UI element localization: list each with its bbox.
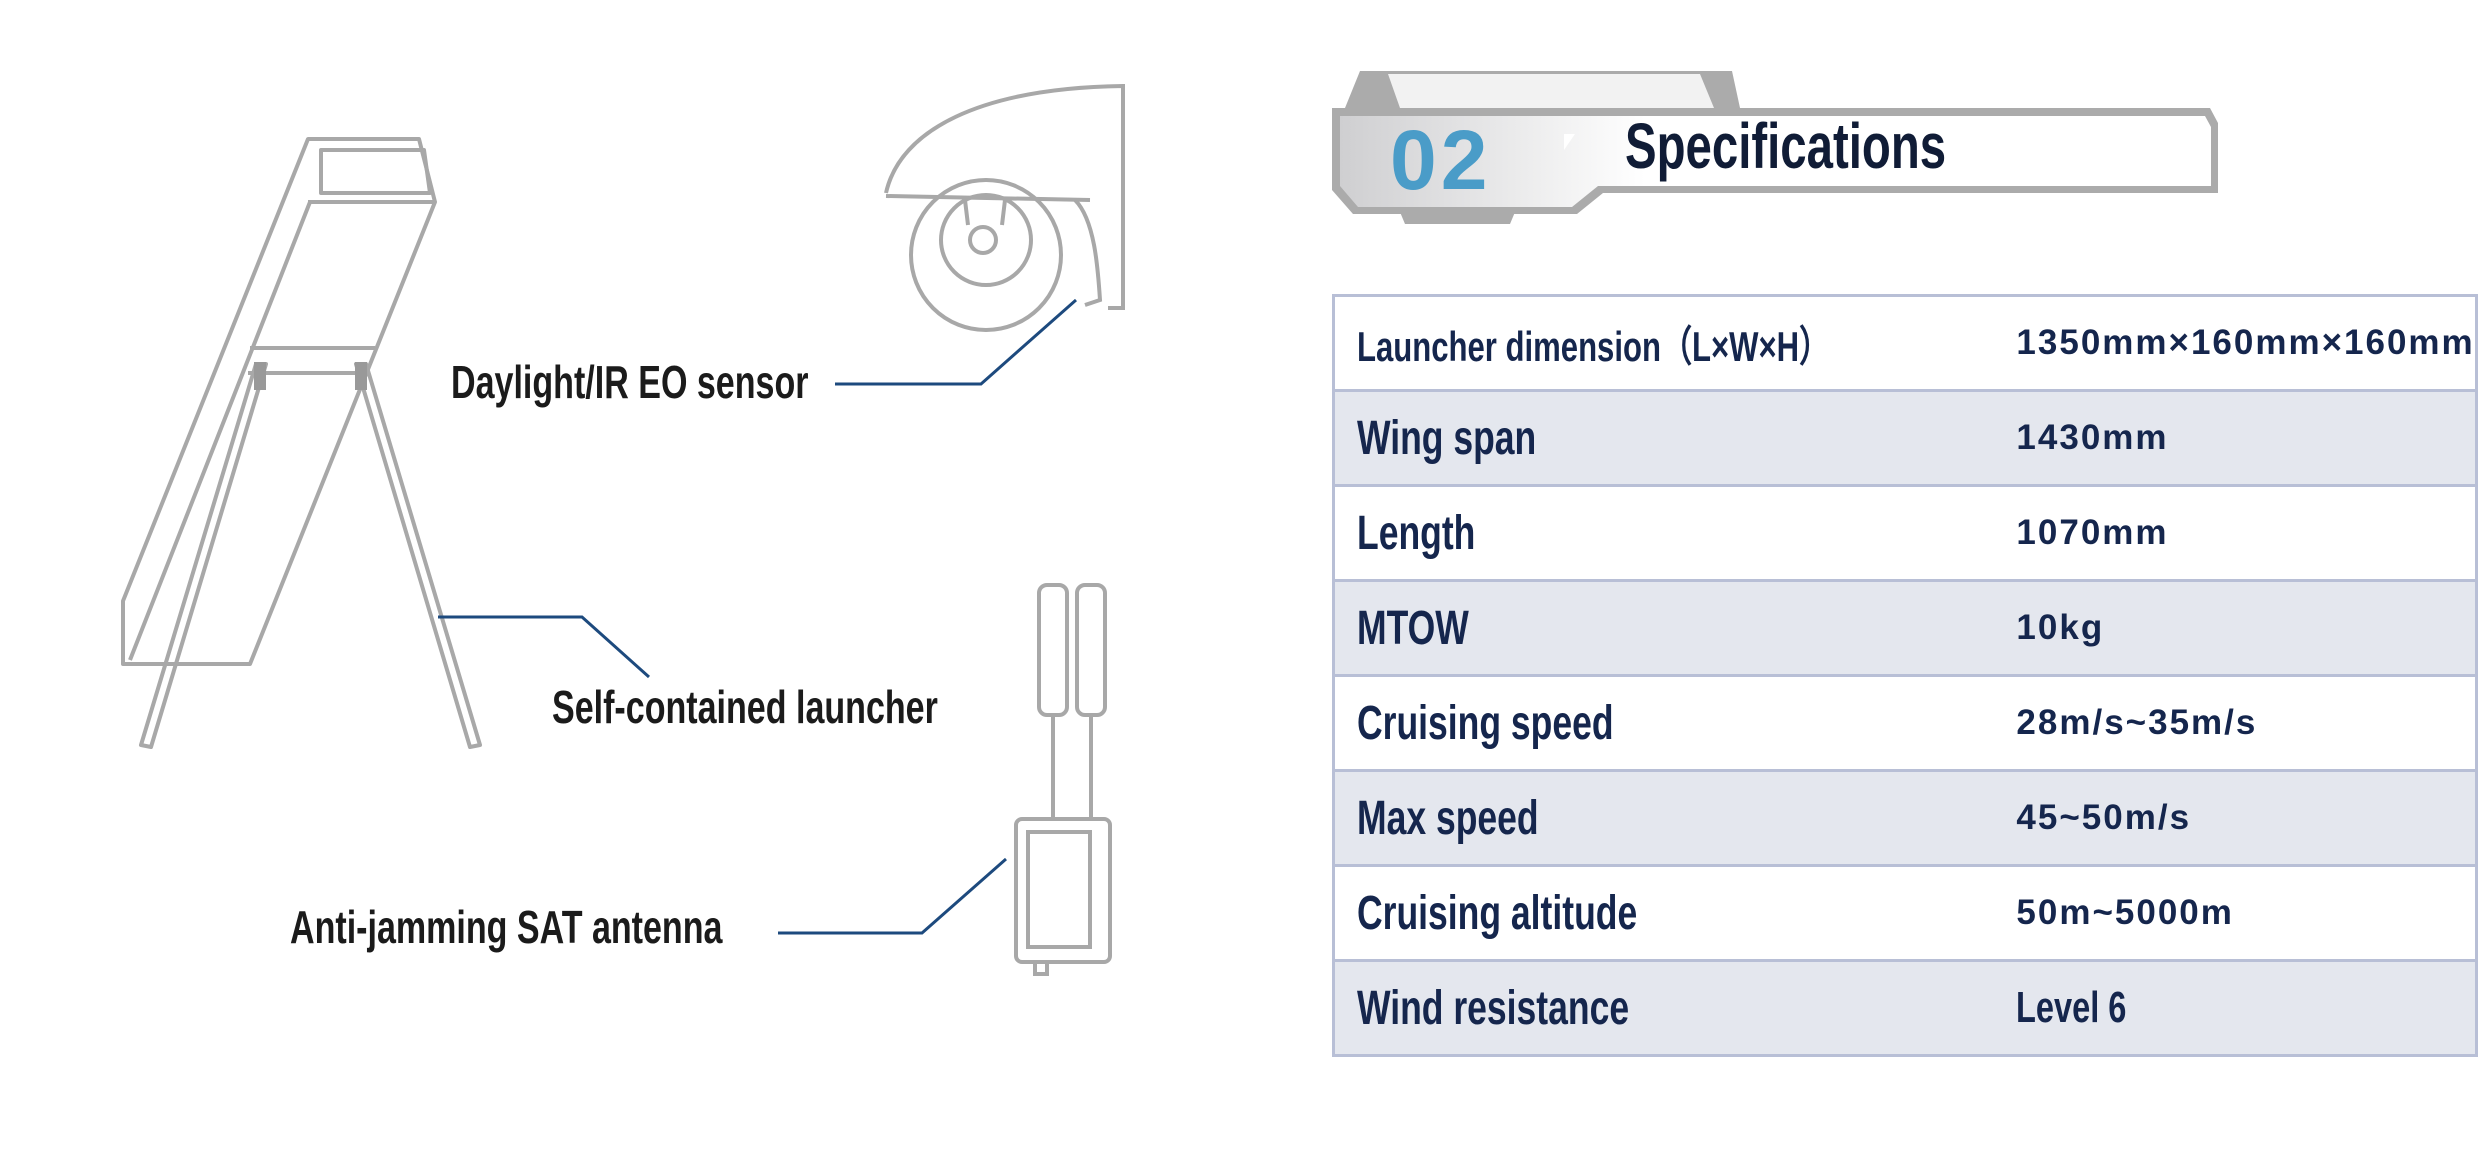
spec-label: Wing span (1332, 389, 1997, 486)
eo-sensor-leader (835, 298, 1077, 386)
leader-lines (438, 298, 1077, 935)
spec-label: Launcher dimension（L×W×H） (1332, 294, 1997, 391)
spec-value: 10kg (1996, 579, 2478, 676)
launcher-leader (438, 615, 651, 679)
spec-label: Wind resistance (1332, 959, 1997, 1057)
spec-value: 1430mm (1996, 389, 2478, 486)
callout-eo-sensor: Daylight/IR EO sensor (451, 356, 809, 408)
antenna-illustration (1014, 583, 1112, 976)
specifications-table: Launcher dimension（L×W×H）1350mm×160mm×16… (1332, 294, 2478, 1057)
spec-label: Max speed (1332, 769, 1997, 866)
spec-value: 45~50m/s (1996, 769, 2478, 866)
spec-label: Length (1332, 484, 1997, 581)
eo-sensor-illustration (884, 83, 1125, 332)
section-title: Specifications (1625, 110, 1947, 182)
spec-value: 50m~5000m (1996, 864, 2478, 961)
antenna-leader (778, 857, 1007, 935)
spec-label: Cruising altitude (1332, 864, 1997, 961)
spec-value: 28m/s~35m/s (1996, 674, 2478, 771)
spec-label: Cruising speed (1332, 674, 1997, 771)
spec-value: 1070mm (1996, 484, 2478, 581)
launcher-illustration (121, 137, 482, 749)
table-row: Launcher dimension（L×W×H）1350mm×160mm×16… (1332, 294, 2478, 391)
spec-value: Level 6 (1996, 959, 2478, 1057)
section-header-plate (1332, 71, 2218, 224)
callout-launcher: Self-contained launcher (552, 681, 938, 733)
section-number: 02 (1390, 113, 1492, 207)
spec-label: MTOW (1332, 579, 1997, 676)
callout-antenna: Anti-jamming SAT antenna (290, 901, 723, 953)
spec-value: 1350mm×160mm×160mm (1996, 294, 2478, 391)
